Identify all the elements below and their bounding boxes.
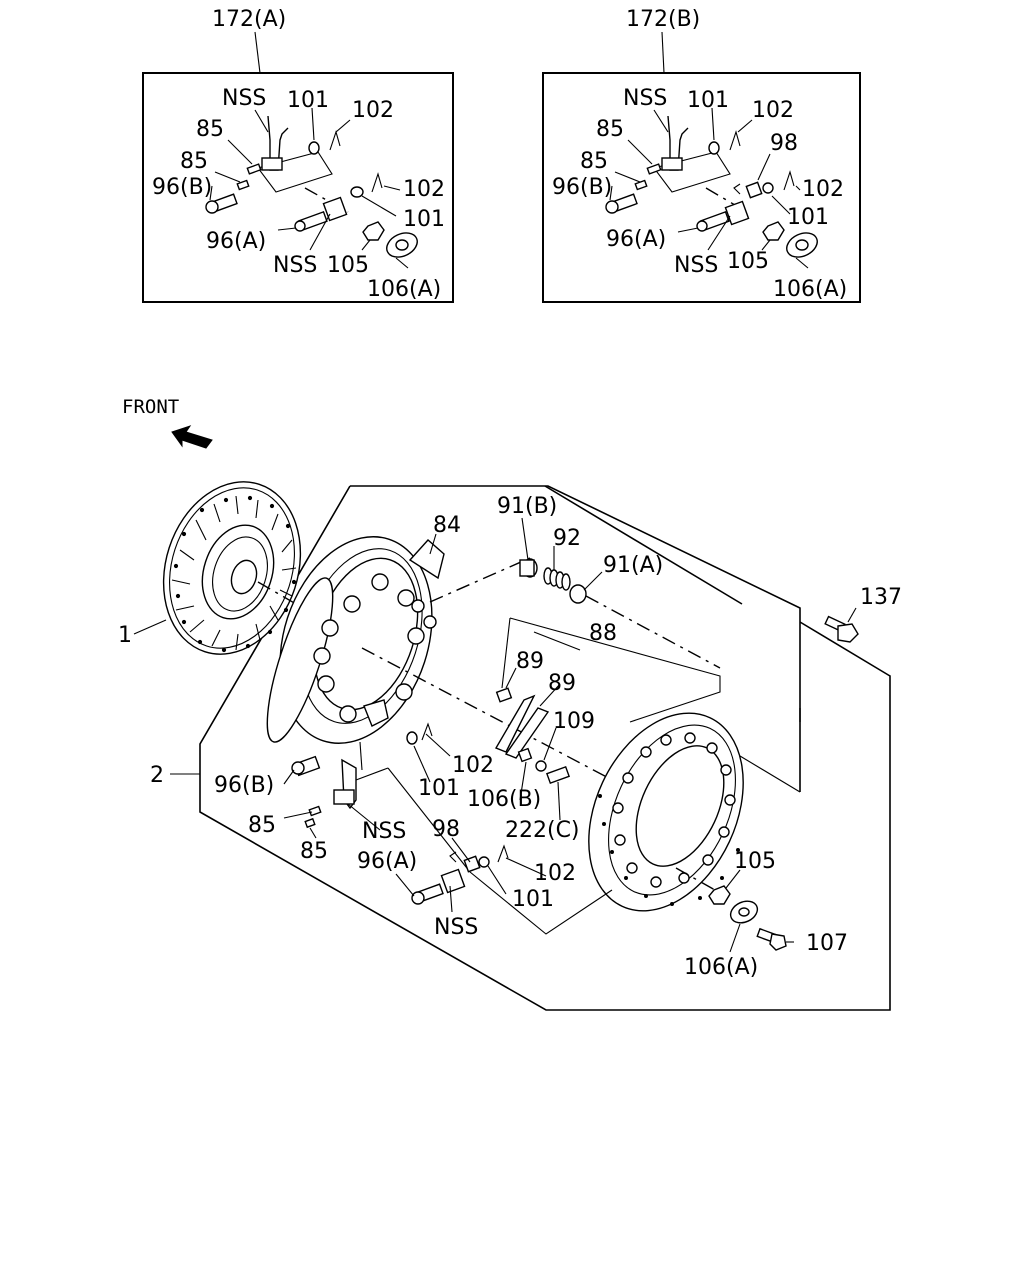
flywheel-ring bbox=[588, 708, 801, 912]
inset-172a-label: 96(B) bbox=[152, 175, 212, 200]
part-label: 1 bbox=[118, 623, 132, 648]
inset-172b-label: 101 bbox=[687, 88, 729, 113]
inset-172a-frame bbox=[142, 72, 454, 303]
inset-172b-label: 102 bbox=[752, 98, 794, 123]
front-arrow-icon bbox=[171, 425, 213, 449]
part-label: 98 bbox=[432, 817, 460, 842]
inset-172a-label: NSS bbox=[273, 253, 317, 278]
part-label: 2 bbox=[150, 763, 164, 788]
part-label: 106(A) bbox=[684, 955, 758, 980]
spring-kit bbox=[519, 558, 721, 669]
inset-172b: 172(B) NSS 101 bbox=[542, 7, 861, 303]
inset-172a-label: 105 bbox=[327, 253, 369, 278]
part-label: 85 bbox=[300, 839, 328, 864]
part-label: 92 bbox=[553, 526, 581, 551]
inset-172b-frame bbox=[542, 72, 861, 303]
bolt-137 bbox=[824, 615, 859, 643]
inset-172a-label: 101 bbox=[403, 207, 445, 232]
part-label: 101 bbox=[418, 776, 460, 801]
part-label: 88 bbox=[589, 621, 617, 646]
inset-172a-label: NSS bbox=[222, 86, 266, 111]
inset-172a-label: 106(A) bbox=[367, 277, 441, 302]
part-label: 222(C) bbox=[505, 818, 580, 843]
release-lever bbox=[291, 741, 471, 873]
part-label: 109 bbox=[553, 709, 595, 734]
inset-172b-label: 96(B) bbox=[552, 175, 612, 200]
inset-172b-title: 172(B) bbox=[626, 7, 700, 32]
inset-172b-label: 85 bbox=[596, 117, 624, 142]
front-indicator: FRONT bbox=[122, 396, 213, 449]
pressure-plate-cover bbox=[266, 536, 621, 785]
part-label: 105 bbox=[734, 849, 776, 874]
part-label: 96(B) bbox=[214, 773, 274, 798]
part-label: 91(B) bbox=[497, 494, 557, 519]
part-label: 96(A) bbox=[357, 849, 417, 874]
part-label: 106(B) bbox=[467, 787, 541, 812]
inset-172a-label: 101 bbox=[287, 88, 329, 113]
inset-172b-label: 102 bbox=[802, 177, 844, 202]
front-label: FRONT bbox=[122, 396, 179, 418]
inset-172b-label: 85 bbox=[580, 149, 608, 174]
part-label: 107 bbox=[806, 931, 848, 956]
part-label: 137 bbox=[860, 585, 902, 610]
main-assembly: 84 91(B) 92 91(A) 137 88 89 89 109 1 2 1… bbox=[118, 481, 902, 1011]
part-label: 102 bbox=[452, 753, 494, 778]
inset-172a: 172(A) bbox=[142, 7, 454, 303]
inset-172b-label: NSS bbox=[674, 253, 718, 278]
part-label: 102 bbox=[534, 861, 576, 886]
part-label: 101 bbox=[512, 887, 554, 912]
inset-172a-label: 102 bbox=[403, 177, 445, 202]
part-label: NSS bbox=[434, 915, 478, 940]
part-label: NSS bbox=[362, 819, 406, 844]
inset-172a-title: 172(A) bbox=[212, 7, 286, 32]
inset-172b-label: NSS bbox=[623, 86, 667, 111]
part-label: 85 bbox=[248, 813, 276, 838]
clutch-disc bbox=[162, 481, 302, 655]
strap-group bbox=[494, 617, 721, 785]
inset-172a-label: 96(A) bbox=[206, 229, 266, 254]
inset-172b-label: 98 bbox=[770, 131, 798, 156]
inset-172a-label: 85 bbox=[196, 117, 224, 142]
lower-right-hardware bbox=[708, 885, 787, 951]
part-label: 89 bbox=[548, 671, 576, 696]
part-label: 89 bbox=[516, 649, 544, 674]
inset-172a-label: 102 bbox=[352, 98, 394, 123]
inset-172b-label: 105 bbox=[727, 249, 769, 274]
inset-172a-label: 85 bbox=[180, 149, 208, 174]
inset-172b-label: 101 bbox=[787, 205, 829, 230]
part-label: 91(A) bbox=[603, 553, 663, 578]
assembly-2-outline bbox=[350, 485, 801, 792]
inset-172b-label: 106(A) bbox=[773, 277, 847, 302]
part-label: 84 bbox=[433, 513, 461, 538]
inset-172b-label: 96(A) bbox=[606, 227, 666, 252]
